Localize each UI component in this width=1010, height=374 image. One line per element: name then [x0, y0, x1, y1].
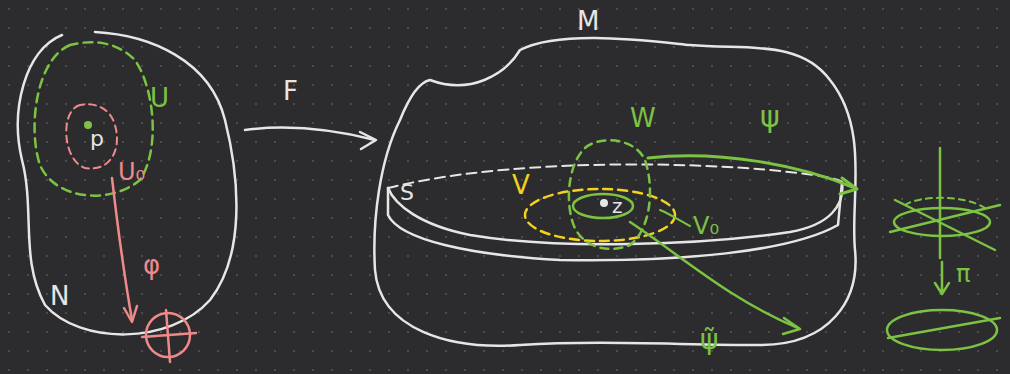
manifold-m — [374, 38, 855, 346]
set-label: U — [150, 85, 169, 111]
axis — [939, 148, 942, 258]
base-disk — [887, 310, 997, 350]
point-z — [600, 199, 608, 207]
submanifold-front — [388, 182, 842, 244]
set-label: V — [512, 172, 530, 198]
leader-line — [660, 210, 690, 226]
arrowhead — [360, 132, 376, 149]
map-label: ψ — [760, 102, 780, 132]
map-label: π — [956, 262, 970, 286]
axes — [142, 310, 196, 362]
projection-arrow — [935, 262, 949, 294]
point-label: z — [612, 196, 623, 216]
map-arrow — [245, 128, 375, 140]
slice-disk — [894, 208, 990, 236]
open-set-v — [525, 189, 675, 241]
open-set-v0 — [573, 194, 633, 218]
point-label: p — [90, 128, 104, 150]
neighbourhood-u — [35, 42, 153, 195]
manifold-n — [18, 32, 236, 334]
arrowhead — [783, 318, 800, 334]
chart-arrow — [112, 178, 132, 320]
axis — [888, 318, 1000, 338]
slice-top — [905, 198, 985, 208]
map-label: F — [283, 78, 298, 104]
map-label: ψ̃ — [700, 326, 718, 354]
manifold-label: N — [50, 283, 69, 309]
manifold-label: M — [577, 8, 599, 34]
neighbourhood-u0 — [66, 104, 117, 168]
chart-domain-w — [569, 140, 650, 249]
arrowhead — [840, 178, 857, 194]
map-label: φ — [143, 252, 160, 278]
set-label: V₀ — [693, 214, 719, 238]
set-label: W — [630, 105, 656, 131]
chart-arrow — [648, 156, 855, 188]
axis — [895, 200, 995, 250]
arrowhead — [124, 306, 137, 322]
set-label: U₀ — [118, 160, 145, 184]
submanifold-label: S — [400, 182, 414, 204]
submanifold-top — [388, 164, 842, 188]
